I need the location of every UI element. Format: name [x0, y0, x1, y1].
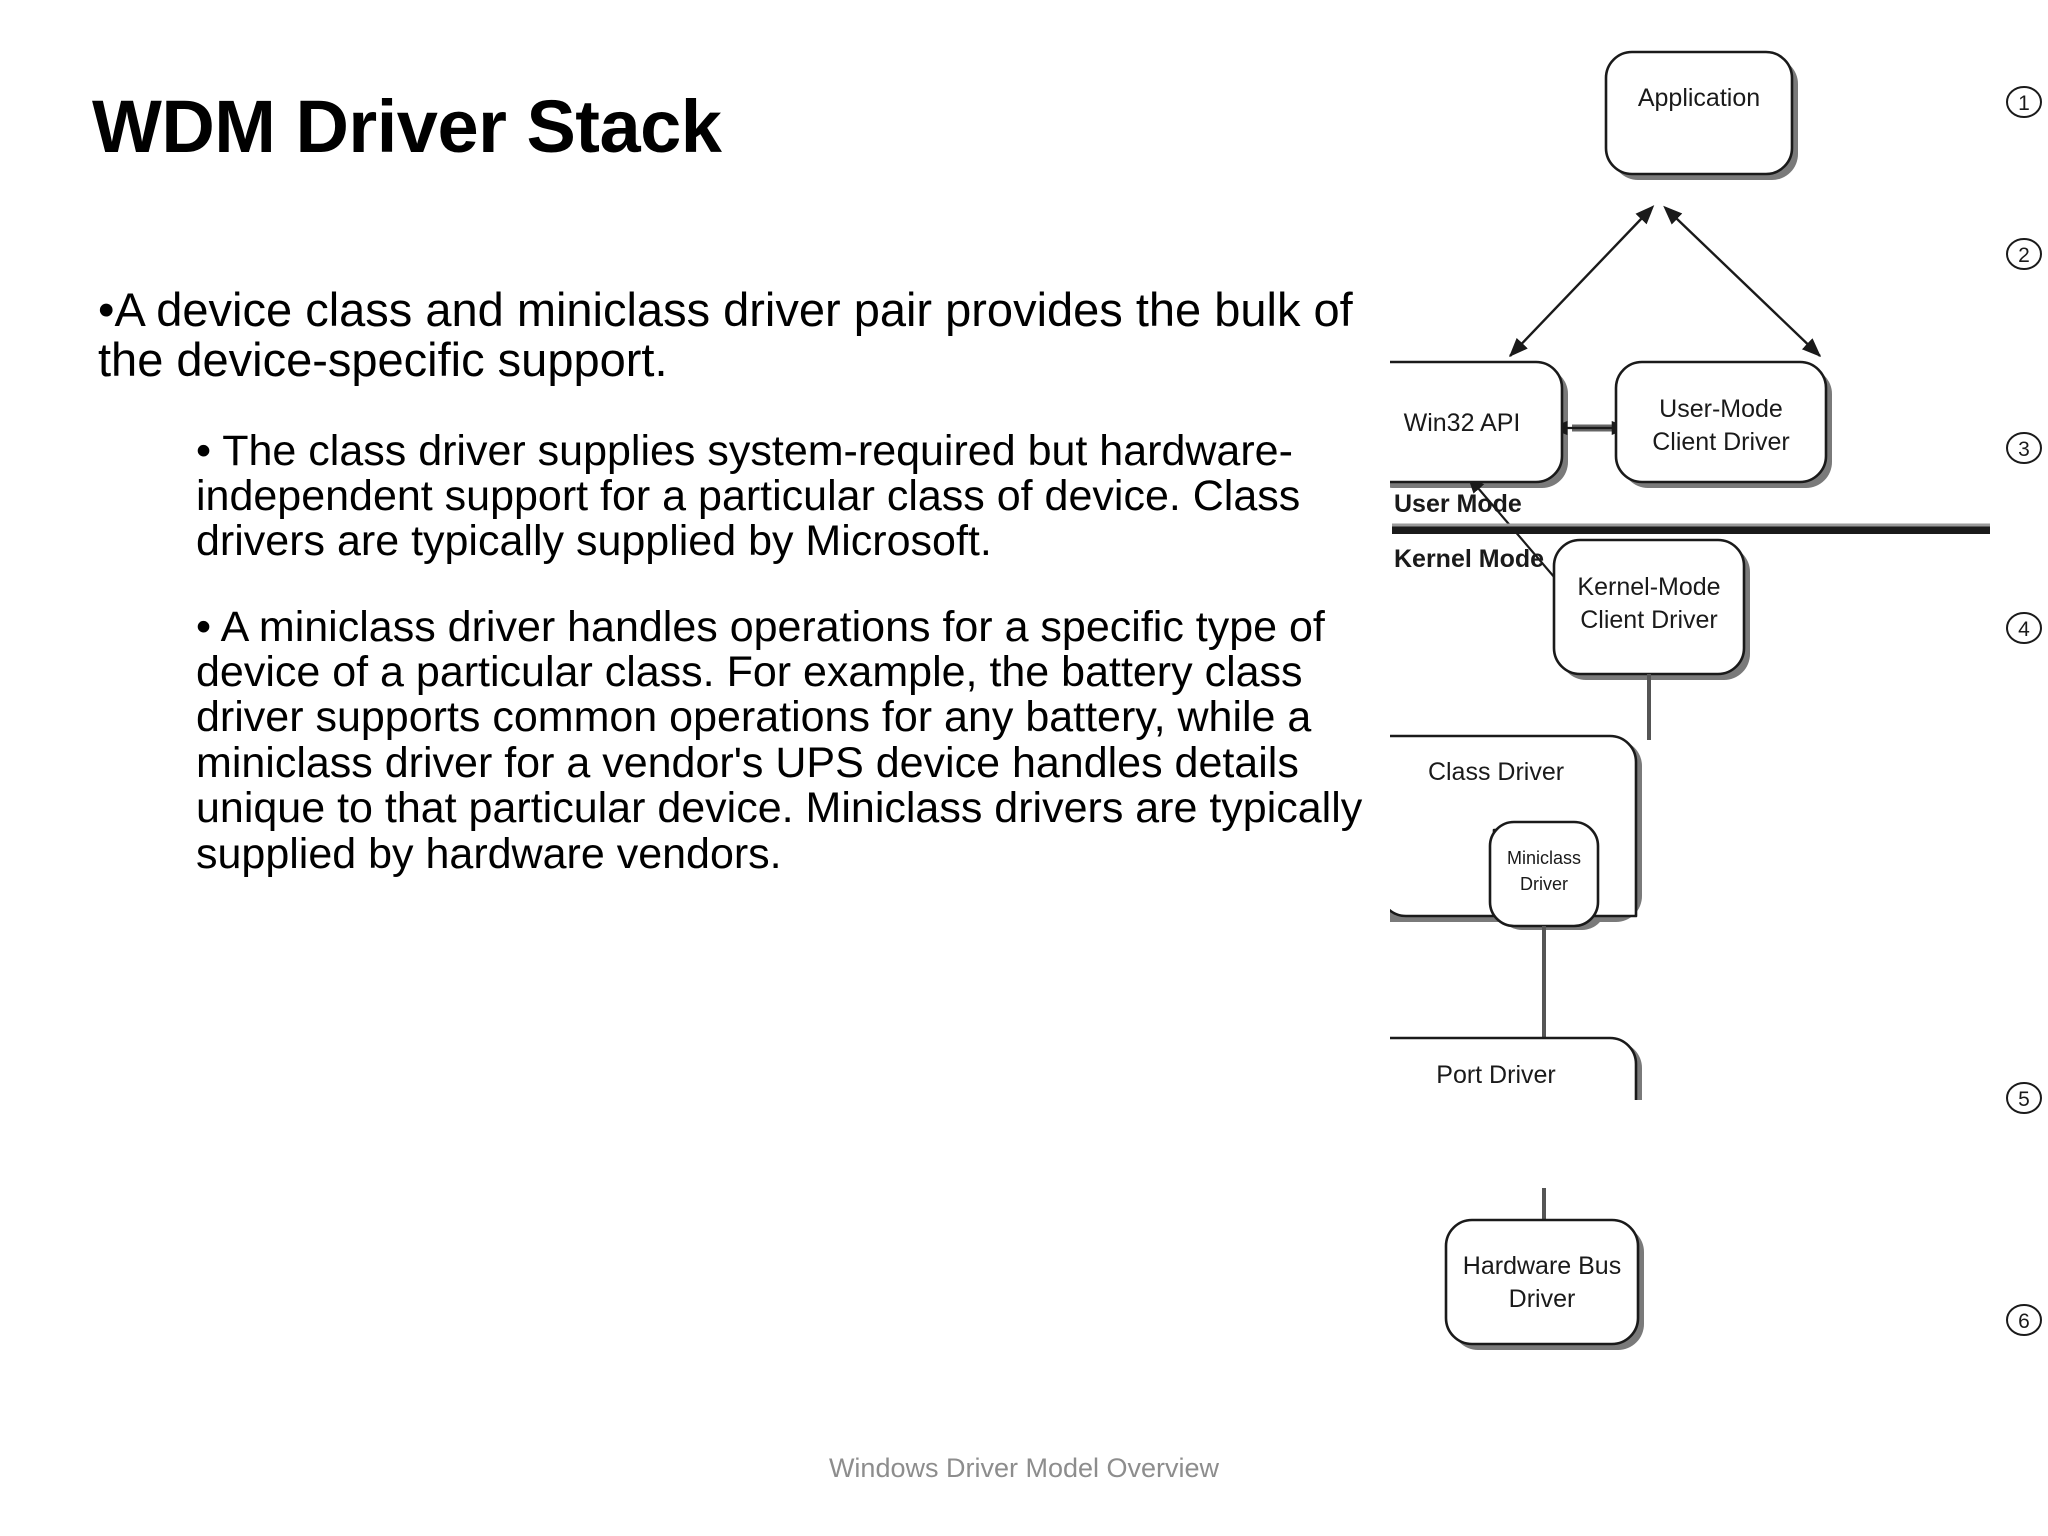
callout-5: 5 [2004, 1078, 2044, 1123]
diagram-node-user-mode-client-driver: User-Mode Client Driver [1614, 360, 1828, 484]
port-driver-label: Port Driver [1436, 1061, 1555, 1089]
bullet-level1-1: •A device class and miniclass driver pai… [98, 285, 1388, 385]
bullet-level2-2: • A miniclass driver handles operations … [98, 602, 1388, 878]
page-title: WDM Driver Stack [92, 85, 722, 168]
callout-1-label: 1 [2018, 92, 2030, 115]
diagram-node-hardware-bus-driver: Hardware Bus Driver [1444, 1218, 1640, 1346]
diagram-node-kernel-mode-client-driver: Kernel-Mode Client Driver [1552, 538, 1746, 676]
slide-footer: Windows Driver Model Overview [828, 1453, 1220, 1483]
callout-4: 4 [2004, 608, 2044, 653]
diagram-node-application: Application [1604, 50, 1794, 176]
callout-2: 2 [2004, 234, 2044, 279]
callout-5-label: 5 [2018, 1088, 2030, 1111]
miniclass-driver-label-line2: Driver [1520, 874, 1568, 894]
miniclass-driver-label-line1: Miniclass [1507, 848, 1581, 868]
callout-6-label: 6 [2018, 1310, 2030, 1333]
bullet-text: A miniclass driver handles operations fo… [196, 602, 1363, 878]
connector-win32api-to-application [1509, 205, 1655, 358]
slide-body: •A device class and miniclass driver pai… [98, 285, 1388, 917]
hardware-bus-driver-label-line1: Hardware Bus [1463, 1252, 1621, 1280]
bullet-glyph: • [196, 602, 221, 651]
wdm-driver-stack-diagram-lower: Hardware Bus Driver [1390, 1100, 2048, 1400]
user-mode-label: User Mode [1394, 490, 1522, 518]
bullet-glyph: • [98, 283, 115, 336]
win32-api-label: Win32 API [1404, 409, 1521, 437]
callout-4-label: 4 [2018, 618, 2030, 641]
bullet-text: The class driver supplies system-require… [196, 426, 1301, 566]
callout-3-label: 3 [2018, 438, 2030, 461]
user-mode-client-driver-label-line2: Client Driver [1652, 428, 1790, 456]
diagram-node-miniclass-driver: Miniclass Driver [1488, 820, 1600, 928]
wdm-driver-stack-diagram: Application Win32 API User-Mode Client D… [1390, 40, 2048, 1100]
bullet-glyph: • [196, 426, 223, 475]
callout-2-label: 2 [2018, 244, 2030, 267]
kernel-mode-client-driver-label-line1: Kernel-Mode [1577, 573, 1720, 601]
connector-usermodeclientdriver-to-application [1663, 205, 1822, 357]
callout-1: 1 [2004, 82, 2044, 127]
user-mode-client-driver-label-line1: User-Mode [1659, 395, 1783, 423]
callout-6: 6 [2004, 1300, 2044, 1345]
class-driver-label: Class Driver [1428, 758, 1564, 786]
kernel-mode-client-driver-label-line2: Client Driver [1580, 606, 1718, 634]
callout-3: 3 [2004, 428, 2044, 473]
bullet-level2-1: • The class driver supplies system-requi… [98, 426, 1388, 566]
diagram-node-port-driver: Port Driver [1390, 1036, 1638, 1100]
application-label: Application [1638, 84, 1760, 112]
bullet-text: A device class and miniclass driver pair… [98, 283, 1353, 386]
hardware-bus-driver-label-line2: Driver [1509, 1285, 1576, 1313]
diagram-node-win32-api: Win32 API [1390, 360, 1564, 484]
kernel-mode-label: Kernel Mode [1394, 545, 1544, 573]
